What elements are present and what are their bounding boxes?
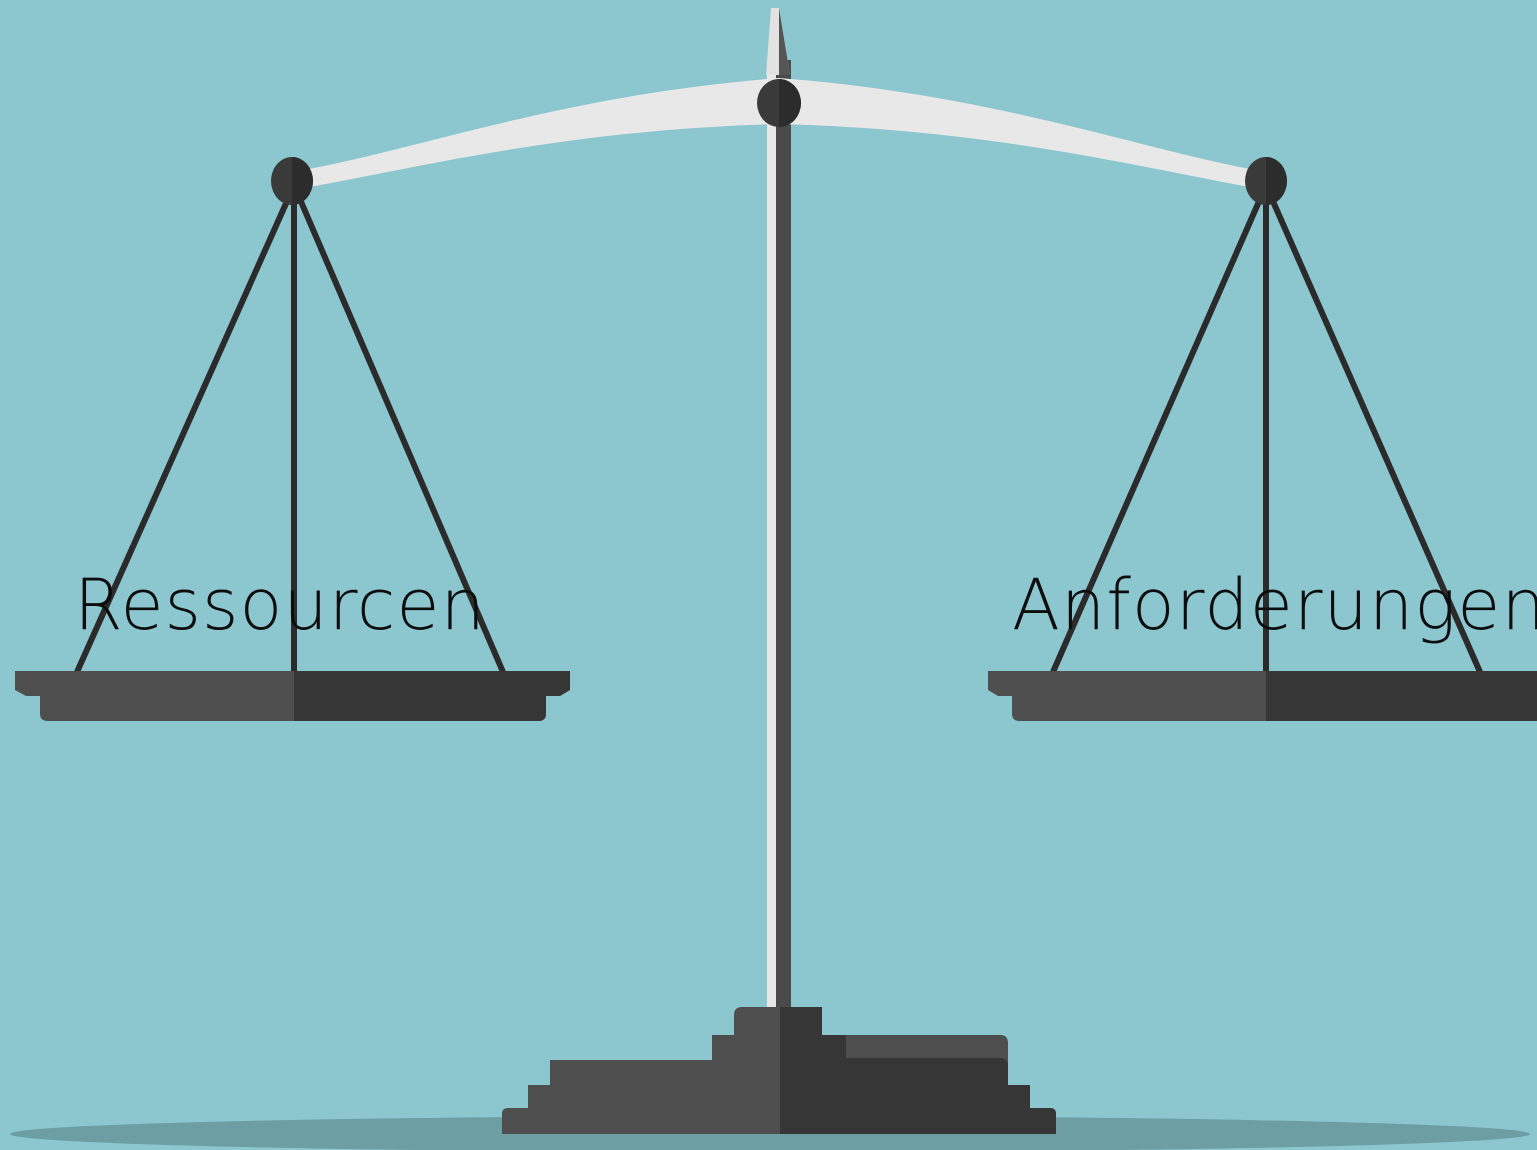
- left-pan-label: Ressourcen: [74, 570, 486, 640]
- right-pan-label: Anforderungen: [1012, 570, 1537, 640]
- central-pole: [766, 8, 791, 1020]
- pivot-knob: [757, 79, 801, 127]
